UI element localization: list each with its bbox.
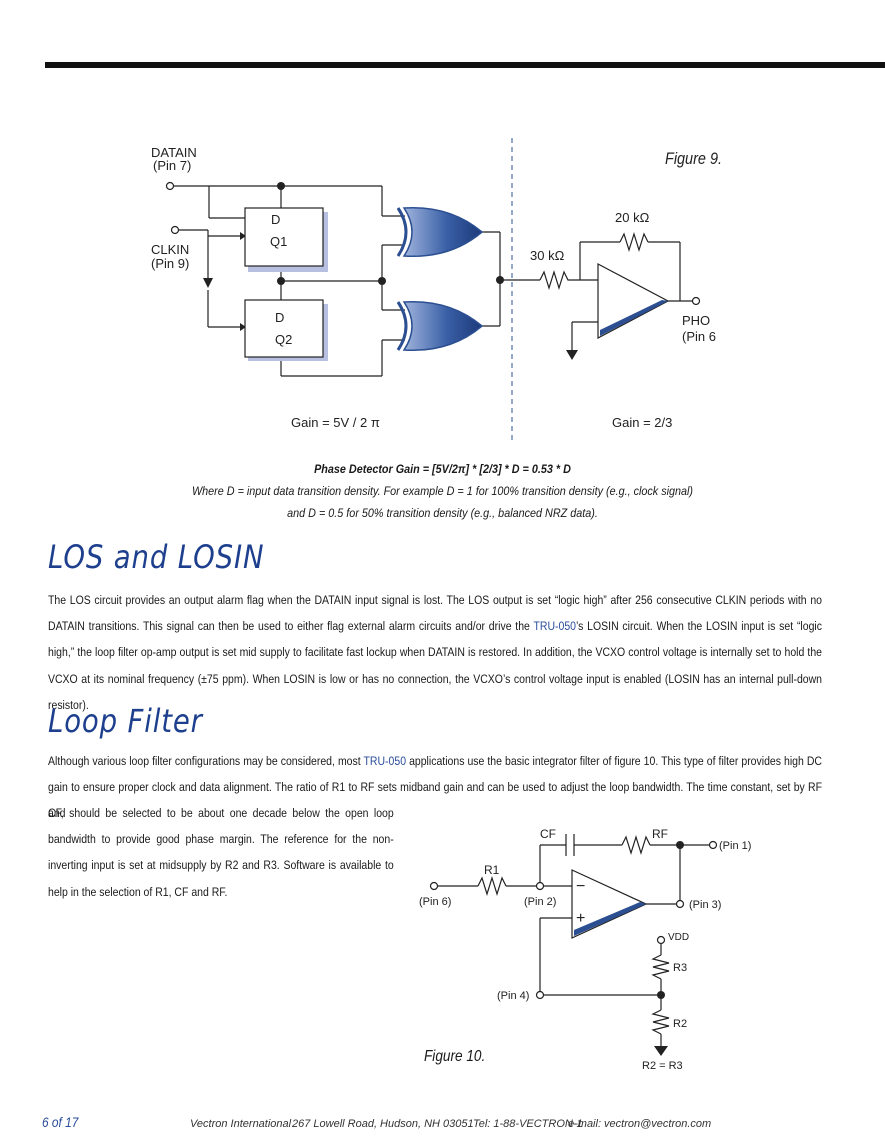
los-heading: LOS and LOSIN	[48, 538, 265, 576]
pho-label: PHO	[682, 313, 710, 328]
datain-label: DATAIN	[151, 145, 197, 160]
footer-tel: Tel: 1-88-VECTRON-1	[473, 1118, 583, 1130]
footer-address: 267 Lowell Road, Hudson, NH 03051	[292, 1118, 474, 1130]
xor-gate-2	[396, 300, 484, 352]
pin6-label: (Pin 6)	[419, 896, 451, 908]
pin2-label: (Pin 2)	[524, 896, 556, 908]
footer-email[interactable]: e-mail: vectron@vectron.com	[568, 1118, 712, 1130]
figure-10-loop-filter-diagram: − + CF RF R1 (Pin 1) (Pin 6) (Pin 2) (Pi…	[419, 827, 751, 1072]
opamp-plus: +	[576, 910, 585, 927]
fig10-title: Figure 10.	[424, 1048, 486, 1065]
loop-paragraph-1: Although various loop filter configurati…	[48, 748, 822, 827]
loop-text-1: Although various loop filter configurati…	[48, 754, 364, 768]
footer-company: Vectron International	[190, 1118, 292, 1130]
r-feedback-label: 20 kΩ	[615, 210, 650, 225]
loop-text-2: applications use the basic integrator fi…	[48, 754, 822, 821]
pin4-label: (Pin 4)	[497, 990, 529, 1002]
caption-line2: Where D = input data transition density.…	[191, 484, 694, 498]
gain-right: Gain = 2/3	[612, 415, 672, 430]
cf-label: CF	[540, 827, 556, 841]
r1-label: R1	[484, 863, 500, 877]
page-number: 6 of 17	[42, 1114, 79, 1130]
tru050-link-2[interactable]: TRU-050	[363, 754, 407, 768]
caption-line1: Phase Detector Gain = [5V/2π] * [2/3] * …	[314, 462, 571, 476]
figure9-caption: Phase Detector Gain = [5V/2π] * [2/3] * …	[44, 458, 841, 524]
tru050-link-1[interactable]: TRU-050	[533, 619, 577, 634]
caption-line3: and D = 0.5 for 50% transition density (…	[287, 506, 598, 520]
ff1-q-label: Q1	[270, 234, 287, 249]
opamp-loop-filter	[571, 869, 648, 939]
rf-label: RF	[652, 827, 668, 841]
opamp-minus: −	[576, 878, 585, 895]
r-input-label: 30 kΩ	[530, 248, 565, 263]
r2-equals-r3: R2 = R3	[642, 1060, 683, 1072]
clkin-pin: (Pin 9)	[151, 256, 189, 271]
vdd-label: VDD	[668, 932, 689, 943]
ff2-q-label: Q2	[275, 332, 292, 347]
clkin-label: CLKIN	[151, 242, 189, 257]
r2-label: R2	[673, 1018, 687, 1030]
ff2-d-label: D	[275, 310, 284, 325]
figure-9-phase-detector-diagram: Figure 9. DATAIN (Pin 7) CLKIN (Pin 9) D…	[151, 138, 722, 440]
los-text-2: ’s LOSIN circuit. When the LOSIN input i…	[48, 619, 822, 712]
fig9-title: Figure 9.	[665, 150, 722, 168]
pin1-label: (Pin 1)	[719, 840, 751, 852]
loop-filter-heading: Loop Filter	[48, 702, 203, 740]
datain-pin: (Pin 7)	[153, 158, 191, 173]
pin3-label: (Pin 3)	[689, 899, 721, 911]
loop-paragraph-2: CF, should be selected to be about one d…	[48, 806, 394, 899]
header-rule	[45, 62, 885, 68]
pho-pin: (Pin 6	[682, 329, 716, 344]
opamp-phase	[597, 263, 670, 339]
los-text-1: The LOS circuit provides an output alarm…	[48, 593, 822, 634]
xor-gate-1	[396, 206, 484, 258]
ff1-d-label: D	[271, 212, 280, 227]
gain-left: Gain = 5V / 2 π	[291, 415, 380, 430]
los-paragraph: The LOS circuit provides an output alarm…	[48, 587, 822, 718]
r3-label: R3	[673, 962, 687, 974]
